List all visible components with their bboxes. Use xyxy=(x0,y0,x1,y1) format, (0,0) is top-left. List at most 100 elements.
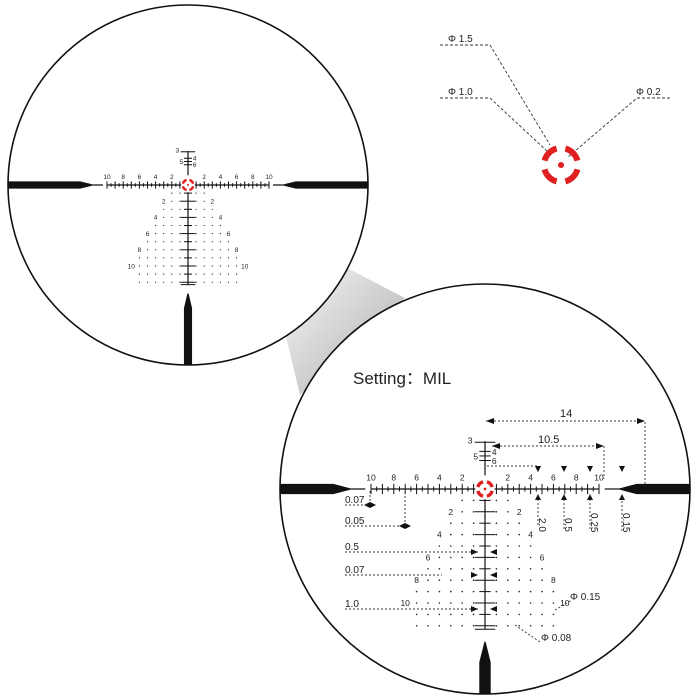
holdover-dot xyxy=(518,556,520,559)
holdover-dot xyxy=(179,216,181,218)
holdover-dot xyxy=(155,224,157,227)
stadia-number: 5 xyxy=(180,159,184,166)
holdover-dot xyxy=(236,273,238,275)
scale-number: 10 xyxy=(103,174,111,181)
holdover-dot xyxy=(472,579,475,581)
scale-number: 10 xyxy=(594,472,604,482)
holdover-dot xyxy=(163,233,165,235)
holdover-dot xyxy=(211,224,213,227)
holdover-dot xyxy=(219,241,221,243)
holdover-dot xyxy=(518,522,520,524)
scale-number: 2 xyxy=(202,174,206,181)
holdover-dot xyxy=(438,545,441,547)
holdover-dot xyxy=(461,533,463,536)
holdover-dot xyxy=(461,590,463,593)
holdover-dot xyxy=(472,602,475,604)
holdover-dot xyxy=(171,265,173,267)
holdover-dot xyxy=(171,273,173,275)
holdover-dot xyxy=(472,499,475,502)
holdover-dot xyxy=(518,602,520,604)
holdover-dot xyxy=(472,613,475,616)
holdover-dot xyxy=(552,625,555,627)
red-ring-segment xyxy=(486,490,494,498)
label-phi-1-0: Φ 1.0 xyxy=(448,87,473,98)
holdover-dot xyxy=(450,579,452,581)
holdover-dot xyxy=(529,545,532,547)
holdover-dot xyxy=(495,499,498,502)
drop-number-right: 6 xyxy=(540,552,545,562)
holdover-dot xyxy=(171,249,173,251)
holdover-dot xyxy=(171,200,173,202)
holdover-dot xyxy=(450,625,452,627)
holdover-dot xyxy=(227,281,230,283)
scale-number: 6 xyxy=(138,174,142,181)
holdover-dot xyxy=(507,602,509,604)
scale-number: 10 xyxy=(366,472,376,482)
red-ring-segment xyxy=(541,145,558,162)
holdover-dot xyxy=(438,568,441,570)
holdover-dot xyxy=(171,241,173,243)
dim-left-0-05: 0.05 xyxy=(345,516,365,527)
holdover-dot xyxy=(472,545,475,547)
holdover-dot xyxy=(155,249,157,251)
holdover-dot xyxy=(450,568,452,570)
holdover-dot xyxy=(507,511,509,513)
holdover-dot xyxy=(163,265,165,267)
holdover-dot xyxy=(507,499,509,502)
holdover-dot xyxy=(211,265,213,267)
scale-number: 4 xyxy=(219,174,223,181)
holdover-dot xyxy=(450,545,452,547)
holdover-dot xyxy=(507,533,509,536)
holdover-dot xyxy=(179,273,181,275)
holdover-dot xyxy=(179,224,181,227)
holdover-dot xyxy=(427,602,429,604)
dim-phi-0-08: Φ 0.08 xyxy=(541,633,572,644)
holdover-dot xyxy=(495,590,498,593)
holdover-dot xyxy=(171,224,173,227)
holdover-dot xyxy=(529,602,532,604)
holdover-dot xyxy=(163,257,165,259)
red-center-dot xyxy=(483,487,487,491)
drop-number-right: 2 xyxy=(517,507,522,517)
scale-number: 10 xyxy=(265,174,273,181)
drop-number-left: 10 xyxy=(128,263,136,270)
holdover-dot xyxy=(507,590,509,593)
holdover-dot xyxy=(211,208,213,210)
holdover-dot xyxy=(472,625,475,627)
holdover-dot xyxy=(195,281,197,283)
holdover-dot xyxy=(179,241,181,243)
holdover-dot xyxy=(155,273,157,275)
holdover-dot xyxy=(195,249,197,251)
holdover-dot xyxy=(507,625,509,627)
holdover-dot xyxy=(211,249,213,251)
holdover-dot xyxy=(450,556,452,559)
holdover-dot xyxy=(236,281,238,283)
holdover-dot xyxy=(203,273,205,275)
dim-0-25: 0.25 xyxy=(588,513,599,533)
holdover-dot xyxy=(195,241,197,243)
scale-number: 6 xyxy=(551,472,556,482)
holdover-dot xyxy=(461,613,463,616)
holdover-dot xyxy=(529,579,532,581)
holdover-dot xyxy=(541,590,543,593)
thick-post xyxy=(619,483,690,495)
holdover-dot xyxy=(203,265,205,267)
holdover-dot xyxy=(171,281,173,283)
holdover-dot xyxy=(146,265,149,267)
dim-0-15: 0.15 xyxy=(620,513,631,533)
holdover-dot xyxy=(472,522,475,524)
holdover-dot xyxy=(518,545,520,547)
label-phi-1-5: Φ 1.5 xyxy=(448,34,473,45)
holdover-dot xyxy=(211,233,213,235)
holdover-dot xyxy=(219,249,221,251)
holdover-dot xyxy=(195,200,197,202)
dim-left-0-5: 0.5 xyxy=(345,542,359,553)
holdover-dot xyxy=(450,522,452,524)
holdover-dot xyxy=(495,625,498,627)
holdover-dot xyxy=(227,241,230,243)
holdover-dot xyxy=(171,257,173,259)
dim-2-0: 2.0 xyxy=(536,518,547,532)
